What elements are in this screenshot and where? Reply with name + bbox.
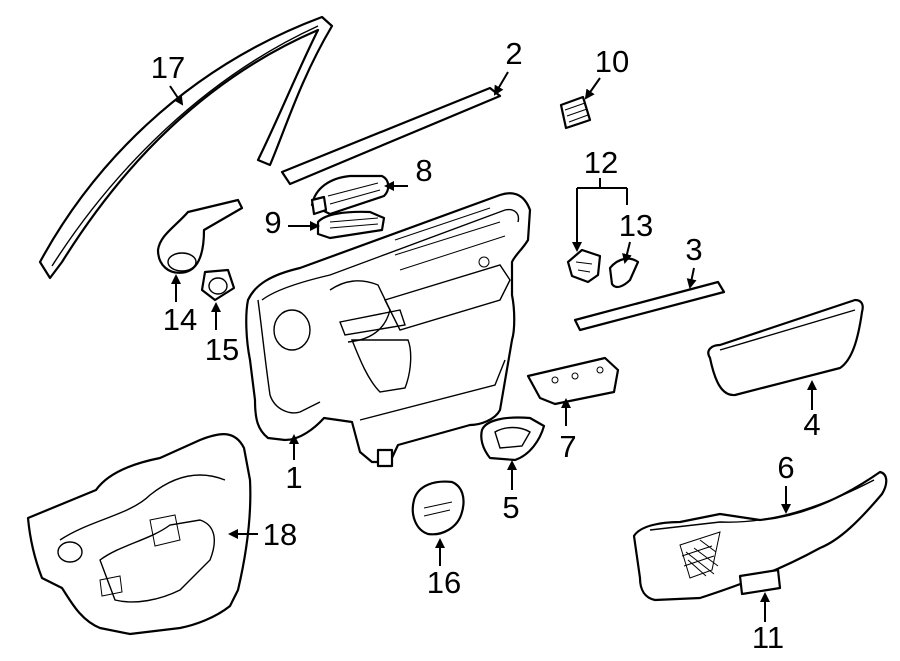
part-15-bezel-ring [200,268,236,302]
part-16-speaker-grille [411,480,465,536]
part-8-switch-panel [310,174,390,216]
part-18-water-deflector [26,433,252,636]
part-6-lower-trim-panel [632,470,888,602]
callout-10: 10 [595,44,629,79]
callout-2: 2 [505,36,522,71]
part-1-door-trim-panel [245,192,532,468]
leader-10 [584,77,601,100]
leader-2 [493,71,509,96]
callout-18: 18 [263,517,297,552]
callout-9: 9 [264,205,281,240]
part-12-clip [566,248,602,284]
callout-labels: 17 2 10 8 9 12 13 3 14 15 4 7 1 5 6 18 1… [151,36,821,655]
callout-12: 12 [584,145,618,180]
part-11-bracket [738,568,782,596]
part-2-belt-molding [280,86,502,186]
callout-1: 1 [285,460,302,495]
part-9-switch-bezel [316,210,386,240]
part-10-switch [559,95,592,130]
callout-16: 16 [427,565,461,600]
part-13-pad [608,257,640,289]
leader-lines [169,71,817,622]
callout-17: 17 [151,50,185,85]
part-7-armrest-bracket [526,356,620,406]
callout-14: 14 [163,302,197,337]
part-4-armrest [707,298,864,397]
callout-5: 5 [502,490,519,525]
leader-17 [169,85,184,106]
part-17-frame-molding [38,15,334,280]
part-3-belt-weatherstrip [573,280,726,332]
callout-8: 8 [415,153,432,188]
callout-4: 4 [803,407,820,442]
callout-7: 7 [559,429,576,464]
part-5-pull-cup [480,416,546,462]
leader-12 [577,178,627,250]
part-14-handle-bezel [156,198,244,274]
callout-15: 15 [205,332,239,367]
leader-13 [622,241,632,264]
callout-11: 11 [752,620,784,655]
callout-3: 3 [685,232,702,267]
leader-3 [686,267,697,289]
callout-13: 13 [619,208,653,243]
callout-6: 6 [777,450,794,485]
